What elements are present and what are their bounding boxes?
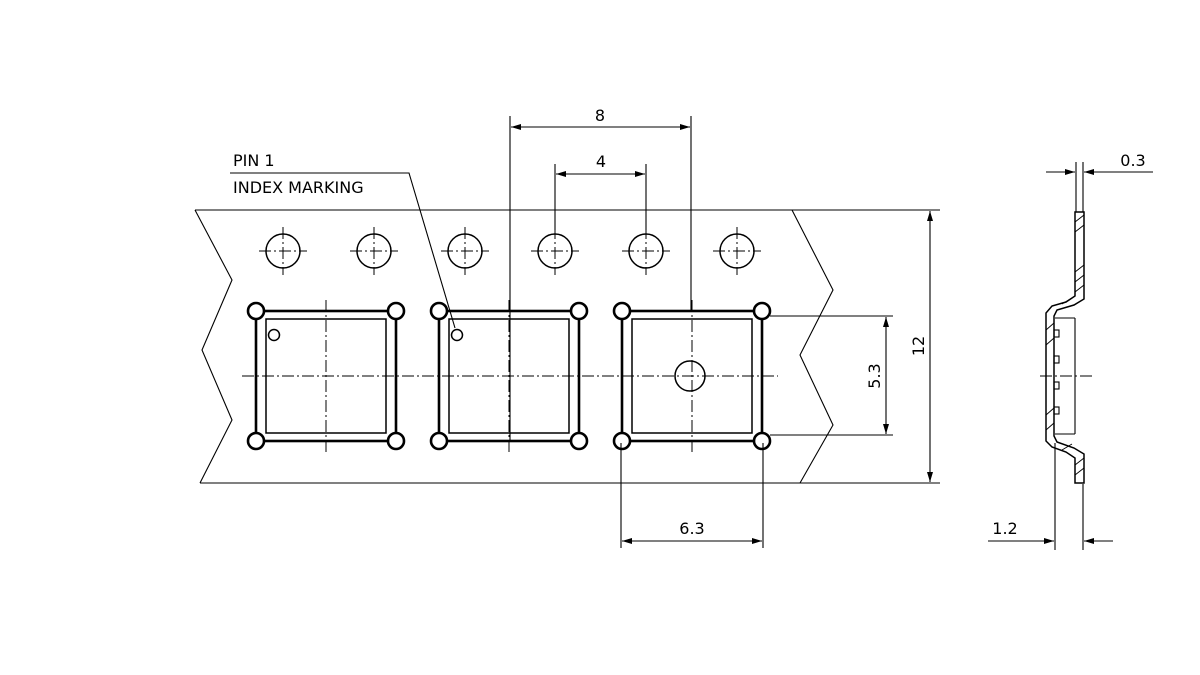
sprocket-hole bbox=[349, 226, 399, 276]
svg-text:PIN 1: PIN 1 bbox=[233, 151, 275, 170]
dim-hole-pitch: 4 bbox=[554, 152, 647, 230]
sprocket-hole bbox=[712, 226, 762, 276]
svg-text:0.3: 0.3 bbox=[1120, 151, 1145, 170]
section-hatch bbox=[1045, 214, 1085, 476]
dim-pocket-depth: 1.2 bbox=[988, 443, 1113, 550]
side-view bbox=[1040, 211, 1095, 484]
pin1-dot bbox=[267, 328, 281, 342]
sprocket-hole bbox=[621, 226, 671, 276]
sprocket-hole bbox=[258, 226, 308, 276]
sprocket-hole bbox=[530, 226, 580, 276]
svg-text:8: 8 bbox=[595, 106, 605, 125]
svg-text:12: 12 bbox=[909, 336, 928, 356]
dim-tape-width: 12 bbox=[909, 211, 933, 482]
dim-sprocket-pitch: 8 bbox=[509, 106, 692, 440]
svg-text:5.3: 5.3 bbox=[865, 363, 884, 388]
svg-text:6.3: 6.3 bbox=[679, 519, 704, 538]
pin1-dot bbox=[450, 328, 464, 342]
pin1-annotation: PIN 1 INDEX MARKING bbox=[230, 151, 456, 329]
dim-pocket-width: 6.3 bbox=[620, 443, 764, 548]
tape-outline bbox=[194, 209, 940, 484]
dim-tape-thickness: 0.3 bbox=[1046, 151, 1153, 212]
svg-text:1.2: 1.2 bbox=[992, 519, 1017, 538]
svg-text:4: 4 bbox=[596, 152, 606, 171]
svg-text:INDEX MARKING: INDEX MARKING bbox=[233, 178, 364, 197]
dim-pocket-length: 5.3 bbox=[770, 315, 893, 436]
sprocket-hole bbox=[440, 226, 490, 276]
